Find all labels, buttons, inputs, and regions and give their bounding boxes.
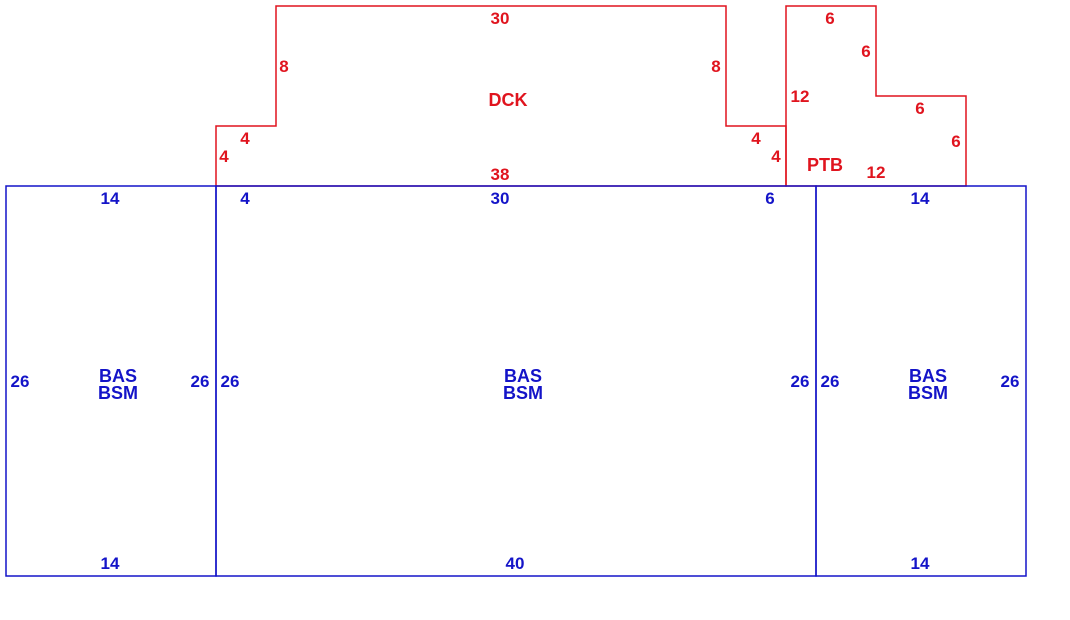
basement-left-dim-right: 26 [191,372,210,391]
basement-center-label-line1: BAS [504,366,542,386]
basement-center-dim-right: 26 [791,372,810,391]
patio-dim-left: 12 [791,87,810,106]
basement-left-dim-bottom: 14 [101,554,120,573]
deck-dim-top: 30 [491,9,510,28]
basement-left-label-line1: BAS [99,366,137,386]
basement-right-dim-left: 26 [821,372,840,391]
patio-dim-top: 6 [825,9,834,28]
patio-dim-bottom: 12 [867,163,886,182]
basement-center-label-line2: BSM [503,383,543,403]
deck-dim-left-step-horizontal: 4 [240,129,250,148]
basement-left-dim-left: 26 [11,372,30,391]
deck-dim-right-upper: 8 [711,57,720,76]
basement-left-dim-top: 14 [101,189,120,208]
basement-left-label-line2: BSM [98,383,138,403]
patio-dim-upper-right: 6 [861,42,870,61]
basement-center-dim-top-right: 6 [765,189,774,208]
deck-dim-right-step-vertical: 4 [771,147,781,166]
deck-dim-left-step-vertical: 4 [219,147,229,166]
deck-dim-bottom: 38 [491,165,510,184]
patio-label: PTB [807,155,843,175]
deck-dim-left-upper: 8 [279,57,288,76]
patio-dim-middle-top: 6 [915,99,924,118]
basement-center-dim-top-middle: 30 [491,189,510,208]
basement-right-label-line1: BAS [909,366,947,386]
basement-right-dim-top: 14 [911,189,930,208]
basement-right-label-line2: BSM [908,383,948,403]
basement-center-dim-top-left: 4 [240,189,250,208]
basement-center-dim-left: 26 [221,372,240,391]
deck-label: DCK [489,90,528,110]
basement-right-dim-bottom: 14 [911,554,930,573]
basement-center-dim-bottom: 40 [506,554,525,573]
basement-right-dim-right: 26 [1001,372,1020,391]
patio-dim-right: 6 [951,132,960,151]
basement-right-outline [815,185,1027,577]
deck-dim-right-step-horizontal: 4 [751,129,761,148]
